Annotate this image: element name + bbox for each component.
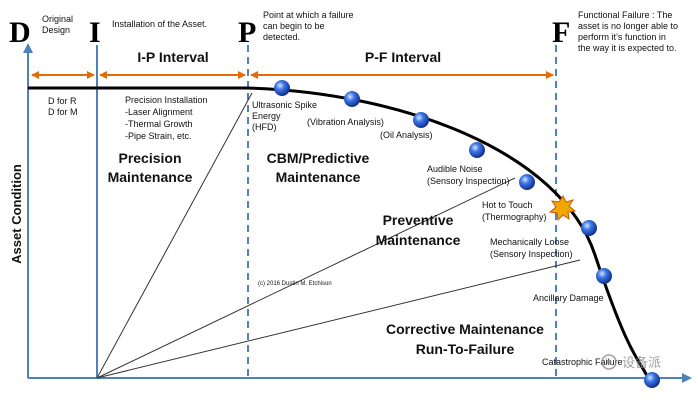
watermark-logo-icon	[601, 354, 617, 370]
watermark: 设备派	[601, 354, 661, 370]
tech-ultrasonic-3: (HFD)	[252, 122, 277, 132]
fan-line-preventive	[96, 177, 516, 379]
marker-ancillary	[596, 268, 612, 284]
milestone-letter-d: D	[9, 16, 31, 49]
fan-lines	[96, 92, 581, 379]
corrective-title-1: Corrective Maintenance	[386, 321, 544, 337]
watermark-logo-icon-inner	[606, 359, 612, 365]
tech-hot-2: (Thermography)	[482, 212, 547, 222]
marker-vibration	[344, 91, 360, 107]
tech-audible-1: Audible Noise	[427, 164, 483, 174]
precision-title-2: Maintenance	[108, 169, 193, 185]
failure-burst-icon	[548, 195, 577, 222]
fan-line-loose	[96, 259, 581, 379]
milestone-desc-f-2: asset is no longer able to	[578, 21, 678, 31]
precision-item-2: -Thermal Growth	[125, 119, 193, 129]
milestone-desc-p-1: Point at which a failure	[263, 10, 354, 20]
milestone-letter-i: I	[89, 16, 101, 49]
milestone-letter-f: F	[552, 16, 570, 49]
tech-audible-2: (Sensory Inspection)	[427, 176, 510, 186]
pf-interval-label: P-F Interval	[365, 49, 441, 65]
milestone-desc-d: Original	[42, 14, 73, 24]
milestone-letter-p: P	[238, 16, 256, 49]
milestone-desc-d-2: Design	[42, 25, 70, 35]
milestone-desc-p-2: can begin to be	[263, 21, 325, 31]
preventive-title-1: Preventive	[383, 212, 454, 228]
tech-oil: (Oil Analysis)	[380, 130, 433, 140]
tech-loose-2: (Sensory Inspection)	[490, 249, 573, 259]
milestone-desc-f-4: the way it is expected to.	[578, 43, 677, 53]
tech-hot-1: Hot to Touch	[482, 200, 532, 210]
marker-ultrasonic	[274, 80, 290, 96]
marker-hot	[519, 174, 535, 190]
marker-catastrophic	[644, 372, 660, 388]
precision-title-1: Precision	[118, 150, 181, 166]
milestone-desc-i: Installation of the Asset.	[112, 19, 207, 29]
design-line-1: D for R	[48, 96, 77, 106]
fan-line-p	[96, 92, 253, 379]
marker-loose	[581, 220, 597, 236]
milestone-desc-f-3: perform it’s function in	[578, 32, 666, 42]
tech-catastrophic: Catastrophic Failure	[542, 357, 623, 367]
cbm-title-1: CBM/Predictive	[267, 150, 370, 166]
tech-ultrasonic-1: Ultrasonic Spike	[252, 100, 317, 110]
tech-vibration: (Vibration Analysis)	[307, 117, 384, 127]
cbm-title-2: Maintenance	[276, 169, 361, 185]
precision-heading: Precision Installation	[125, 95, 208, 105]
curve-markers	[274, 80, 660, 388]
copyright-text: (c) 2016 Dustin M. Etchison	[258, 281, 332, 287]
precision-item-1: -Laser Alignment	[125, 107, 193, 117]
tech-ancillary: Ancillary Damage	[533, 293, 604, 303]
marker-oil	[413, 112, 429, 128]
marker-audible	[469, 142, 485, 158]
y-axis-label: Asset Condition	[9, 164, 24, 264]
watermark-text: 设备派	[622, 355, 661, 370]
milestone-desc-p-3: detected.	[263, 32, 300, 42]
ip-interval-label: I-P Interval	[137, 49, 208, 65]
precision-item-3: -Pipe Strain, etc.	[125, 131, 192, 141]
tech-ultrasonic-2: Energy	[252, 111, 281, 121]
milestone-desc-f-1: Functional Failure : The	[578, 10, 672, 20]
preventive-title-2: Maintenance	[376, 232, 461, 248]
tech-loose-1: Mechanically Loose	[490, 237, 569, 247]
design-line-2: D for M	[48, 107, 78, 117]
corrective-title-2: Run-To-Failure	[416, 341, 515, 357]
